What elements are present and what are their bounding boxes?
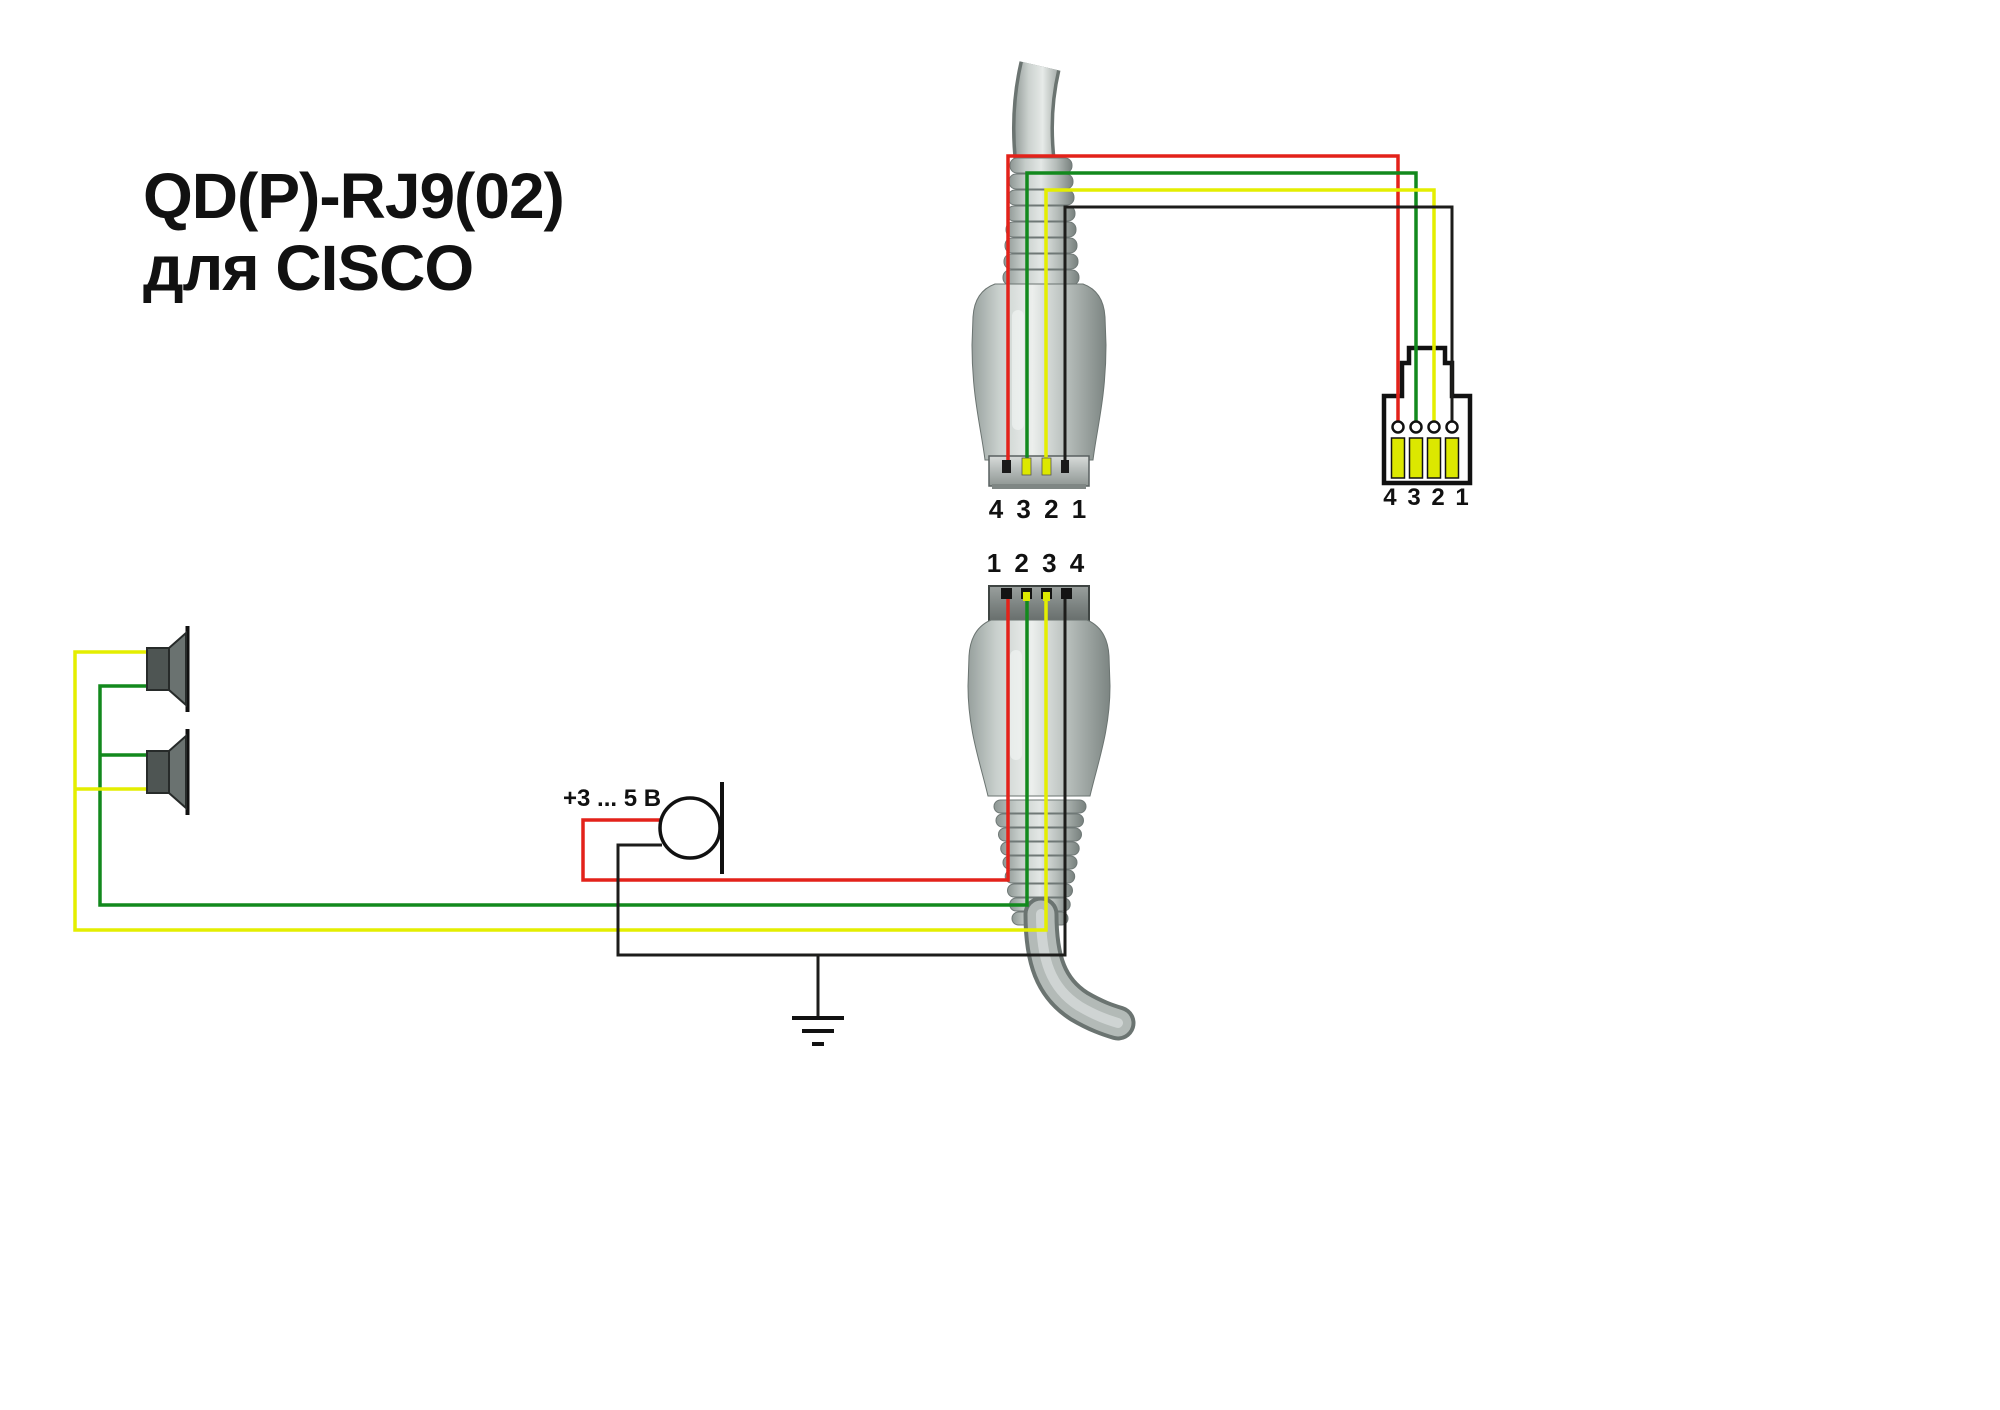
qd-top-body xyxy=(971,283,1107,461)
rj9-pin-label: 4 3 2 1 xyxy=(1383,484,1470,511)
qd-top-body-highlight xyxy=(1012,310,1024,430)
qd-bottom-contact-4 xyxy=(1061,588,1072,599)
wire-red-top xyxy=(1006,154,1400,464)
rj9-pin-hole-3 xyxy=(1409,420,1423,434)
rj9-contact-3 xyxy=(1408,437,1424,479)
speaker-1 xyxy=(146,626,190,712)
speaker-2 xyxy=(146,729,190,815)
qd-top-contact-1 xyxy=(1002,460,1011,473)
wire-green-bottom xyxy=(98,594,1029,907)
qd-top-cable-shade xyxy=(1015,62,1058,165)
qd-top-contacts xyxy=(1002,457,1069,476)
qd-top-contact-4 xyxy=(1061,460,1069,473)
mic-voltage-label: +3 ... 5 В xyxy=(563,785,661,812)
qd-bottom-strain-relief xyxy=(993,799,1087,926)
microphone xyxy=(658,782,724,874)
rj9-contact-1 xyxy=(1444,437,1460,479)
wire-green-top xyxy=(1025,171,1418,464)
qd-top-connector xyxy=(971,61,1107,489)
rj9-pin-hole-1 xyxy=(1445,420,1459,434)
title-line-2: для CISCO xyxy=(143,232,473,304)
speaker-1-driver xyxy=(146,647,170,691)
speaker-2-driver xyxy=(146,750,170,794)
qd-bottom-connector xyxy=(967,585,1136,1041)
title-line-1: QD(P)-RJ9(02) xyxy=(143,160,564,232)
qd-bottom-contact-3-gold xyxy=(1043,592,1050,601)
wire-red-bottom xyxy=(581,594,1010,882)
wire-yellow-top xyxy=(1044,188,1436,464)
wire-black-bottom xyxy=(616,594,1067,957)
qd-bottom-contact-1 xyxy=(1001,588,1012,599)
qd-top-contact-2 xyxy=(1021,457,1032,476)
wires xyxy=(73,154,1454,1018)
rj9-pins xyxy=(1390,420,1460,479)
qd-bottom-contact-2-gold xyxy=(1023,592,1030,601)
qd-bottom-pin-label: 1 2 3 4 xyxy=(987,548,1088,578)
wire-black-top xyxy=(1063,205,1454,464)
qd-bottom-body-highlight xyxy=(1010,650,1022,760)
qd-bottom-cable-highlight xyxy=(1036,909,1123,1028)
qd-top-contact-3 xyxy=(1041,457,1052,476)
microphone-capsule xyxy=(658,796,722,860)
wire-yellow-bottom xyxy=(73,594,1048,932)
rj9-contact-2 xyxy=(1426,437,1442,479)
ground-symbol xyxy=(792,1016,844,1046)
rj9-contact-4 xyxy=(1390,437,1406,479)
rj9-pin-hole-2 xyxy=(1427,420,1441,434)
qd-top-contact-face-lip xyxy=(992,484,1086,489)
qd-top-strain-relief xyxy=(1002,157,1080,286)
qd-bottom-contacts xyxy=(1001,588,1072,601)
rj9-pin-hole-4 xyxy=(1391,420,1405,434)
qd-bottom-body xyxy=(967,619,1111,797)
qd-top-pin-label: 4 3 2 1 xyxy=(989,494,1090,524)
